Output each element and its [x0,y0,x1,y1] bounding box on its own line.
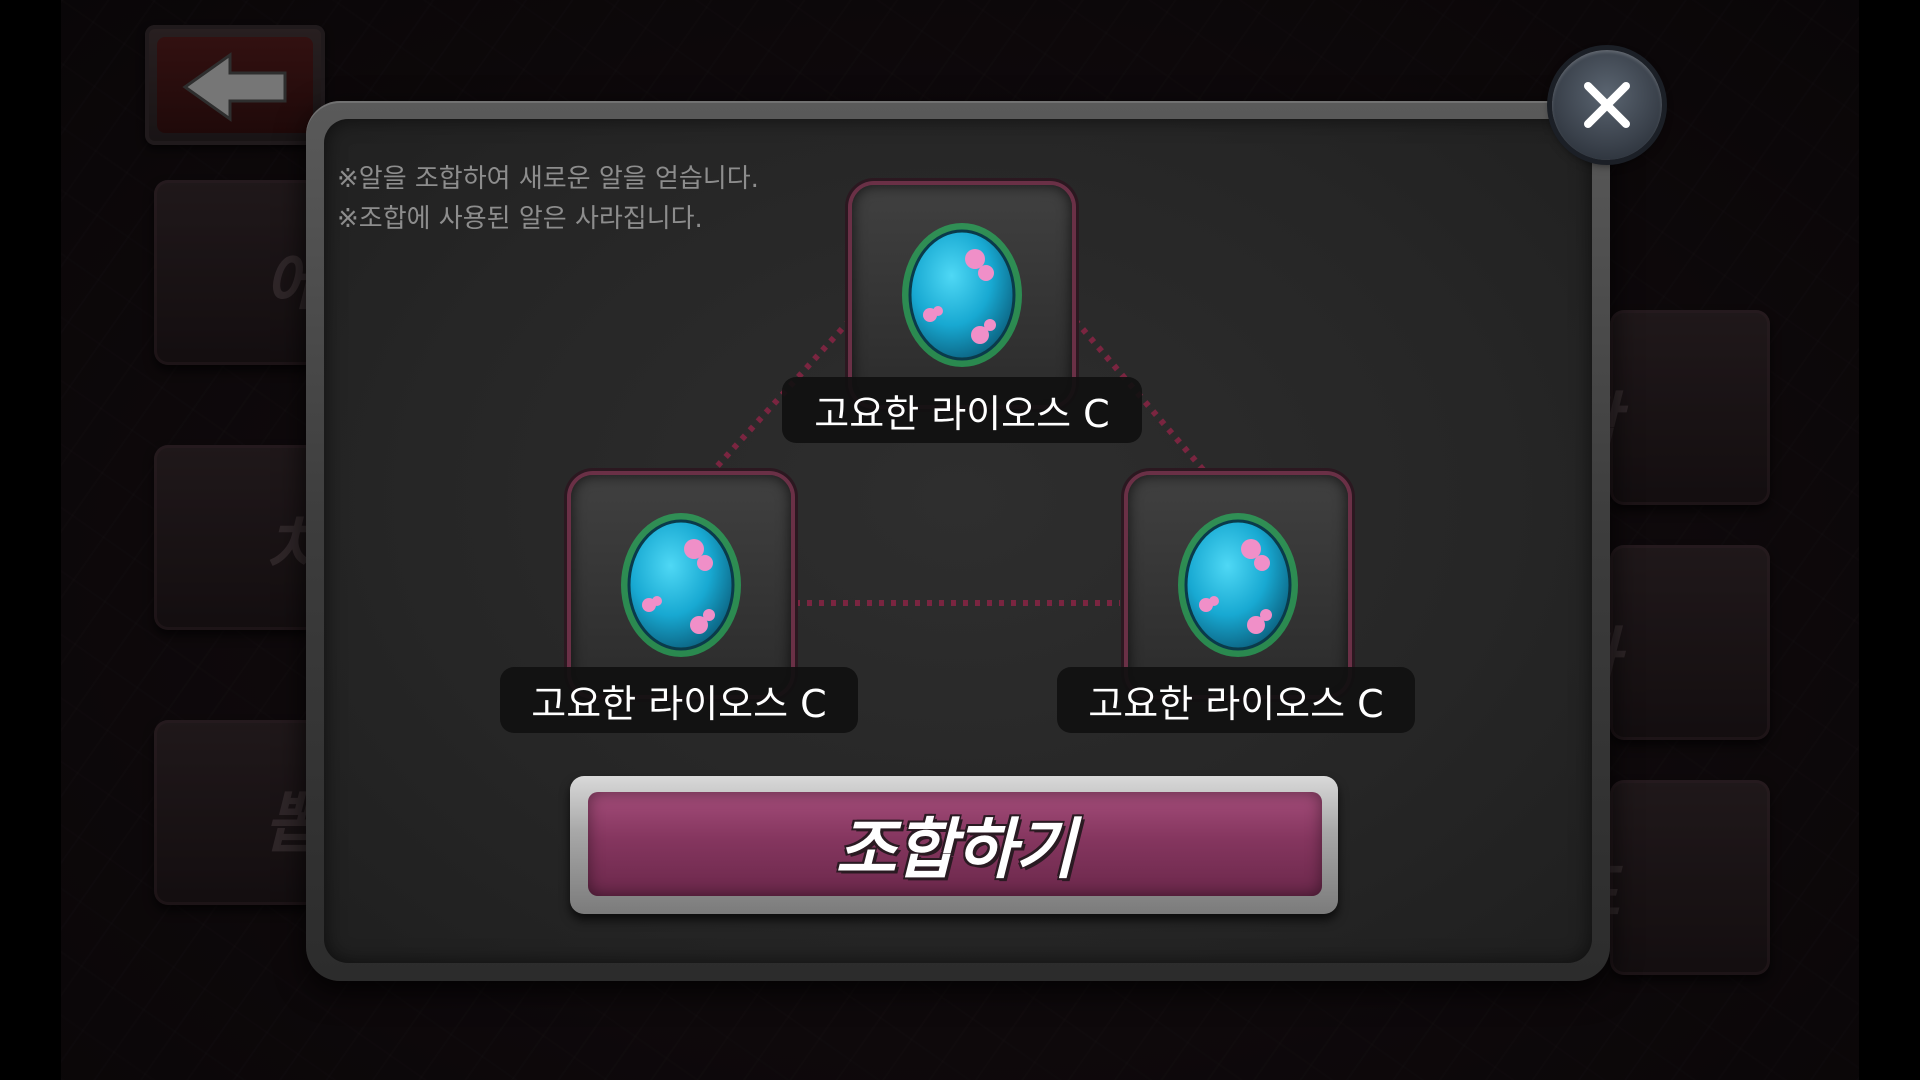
egg-slot-right-label: 고요한 라이오스 C [1057,667,1415,733]
egg-slot-top[interactable] [852,185,1072,405]
egg-slot-left[interactable] [571,475,791,695]
combine-button[interactable]: 조합하기 [570,776,1338,914]
close-icon [1584,82,1630,128]
back-button[interactable] [145,25,325,145]
blue-egg-icon [902,223,1022,367]
close-button[interactable] [1552,50,1662,160]
egg-slot-top-label: 고요한 라이오스 C [782,377,1142,443]
combine-button-label: 조합하기 [835,811,1076,888]
blue-egg-icon [621,513,741,657]
notice-line-1: ※알을 조합하여 새로운 알을 얻습니다. [337,164,759,194]
egg-slot-right[interactable] [1128,475,1348,695]
combine-button-face: 조합하기 [588,792,1322,896]
blue-egg-icon [1178,513,1298,657]
notice-line-2: ※조합에 사용된 알은 사라집니다. [337,204,703,234]
egg-slot-left-label: 고요한 라이오스 C [500,667,858,733]
back-arrow-icon [182,52,287,122]
